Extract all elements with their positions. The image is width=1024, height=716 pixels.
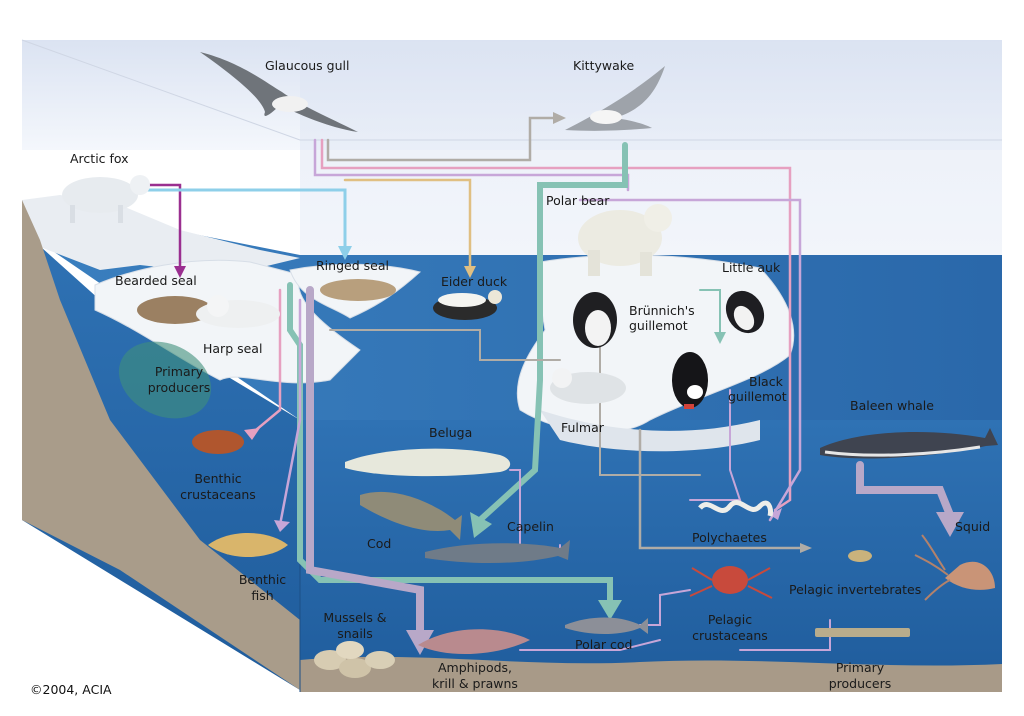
cod-icon	[360, 491, 462, 540]
label-beluga: Beluga	[429, 425, 473, 440]
label-brunnich-guillemot-line1: Brünnich's	[629, 303, 695, 318]
fulmar-icon	[550, 368, 626, 404]
label-primary-producers-bottom-line1: Primary	[835, 660, 885, 675]
label-glaucous-gull: Glaucous gull	[265, 58, 350, 73]
glaucous-gull-icon	[200, 52, 358, 132]
seabed-slope	[22, 200, 300, 690]
label-pelagic-crustaceans-line2: crustaceans	[692, 628, 768, 643]
label-brunnich-guillemot-line2: guillemot	[629, 318, 688, 333]
label-benthic-crustaceans-line1: Benthic	[194, 471, 242, 486]
pelagic-invertebrates-icon	[848, 550, 872, 562]
beluga-icon	[345, 448, 511, 477]
label-pelagic-crustaceans-line1: Pelagic	[707, 612, 753, 627]
label-amphipods-line1: Amphipods,	[437, 660, 513, 675]
label-harp-seal: Harp seal	[203, 341, 263, 356]
label-bearded-seal: Bearded seal	[115, 273, 197, 288]
label-black-guillemot-line1: Black	[749, 374, 783, 389]
label-baleen-whale: Baleen whale	[850, 398, 934, 413]
label-amphipods-line2: krill & prawns	[432, 676, 518, 691]
capelin-icon	[425, 540, 570, 564]
label-little-auk: Little auk	[722, 260, 781, 275]
label-cod: Cod	[367, 536, 392, 551]
label-benthic-fish-line1: Benthic	[238, 572, 287, 587]
label-polar-bear: Polar bear	[546, 193, 610, 208]
amphipods-krill-prawns-icon	[418, 629, 530, 655]
label-arctic-fox: Arctic fox	[70, 151, 129, 166]
food-web-links	[146, 116, 954, 651]
bearded-seal-icon	[137, 296, 213, 324]
pelagic-crustaceans-icon	[689, 566, 773, 599]
food-web-arrowheads	[174, 112, 964, 655]
kittywake-icon	[565, 66, 665, 131]
brunnich-guillemot-icon	[573, 292, 617, 348]
ringed-seal-icon	[320, 279, 396, 301]
label-black-guillemot-line2: guillemot	[728, 389, 787, 404]
squid-icon	[914, 534, 995, 601]
benthic-fish-icon	[208, 532, 288, 558]
arctic-fox-icon	[62, 175, 150, 223]
primary-producers-shelf-patch	[118, 341, 212, 419]
eider-duck-icon	[433, 290, 502, 320]
label-benthic-crustaceans-line2: crustaceans	[180, 487, 256, 502]
copyright-notice: ©2004, ACIA	[30, 682, 112, 697]
black-guillemot-icon	[672, 352, 708, 409]
mussels-snails-icon	[314, 641, 395, 678]
label-primary-producers-bottom-line2: producers	[828, 676, 892, 691]
primary-producers-bottom-icon	[815, 628, 910, 637]
label-benthic-fish-line2: fish	[251, 588, 274, 603]
label-pelagic-invertebrates: Pelagic invertebrates	[789, 582, 922, 597]
ice-floe-underside	[540, 410, 760, 452]
label-ringed-seal: Ringed seal	[316, 258, 389, 273]
label-polychaetes: Polychaetes	[692, 530, 767, 545]
polychaetes-icon	[698, 500, 773, 517]
polar-bear-icon	[578, 204, 672, 276]
shoreline-land	[22, 195, 300, 275]
label-primary-producers-shelf-line2: producers	[147, 380, 211, 395]
label-squid: Squid	[955, 519, 991, 534]
little-auk-icon	[725, 290, 765, 334]
label-mussels-snails-line1: Mussels &	[323, 610, 387, 625]
label-kittywake: Kittywake	[573, 58, 635, 73]
harp-seal-icon	[196, 295, 280, 328]
label-polar-cod: Polar cod	[575, 637, 633, 652]
benthic-crustaceans-icon	[192, 430, 244, 454]
baleen-whale-icon	[820, 428, 998, 459]
label-fulmar: Fulmar	[561, 420, 604, 435]
label-capelin: Capelin	[507, 519, 554, 534]
polar-cod-icon	[565, 617, 648, 634]
label-eider-duck: Eider duck	[441, 274, 508, 289]
seabed-front	[300, 656, 1002, 692]
label-mussels-snails-line2: snails	[337, 626, 373, 641]
label-primary-producers-shelf-line1: Primary	[154, 364, 204, 379]
